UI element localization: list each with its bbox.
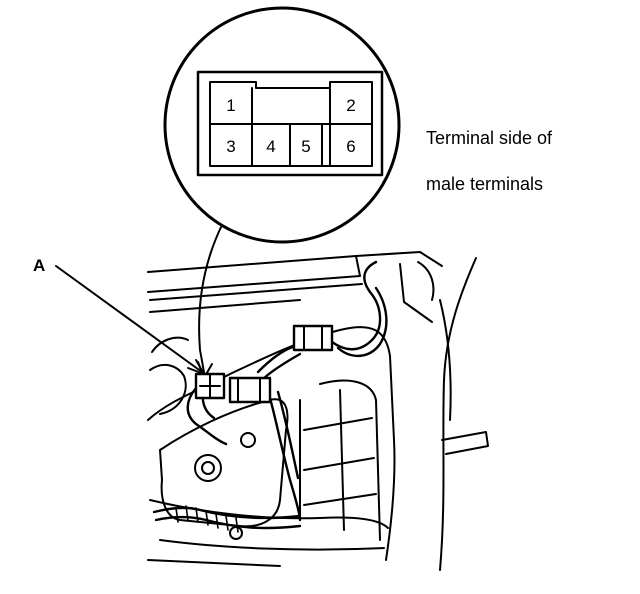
terminal-4: 4 <box>266 137 275 156</box>
terminal-1: 1 <box>226 96 235 115</box>
caption-line-2: male terminals <box>426 174 544 194</box>
caption-line-1: Terminal side of <box>426 128 553 148</box>
connector-a <box>194 372 226 400</box>
terminal-2: 2 <box>346 96 355 115</box>
mating-connector <box>228 376 272 404</box>
terminal-3: 3 <box>226 137 235 156</box>
callout-a-leader <box>55 265 203 373</box>
terminal-6: 6 <box>346 137 355 156</box>
terminal-5: 5 <box>301 137 310 156</box>
terminal-caption: Terminal side of male terminals <box>426 104 552 219</box>
zoom-circle <box>163 6 401 244</box>
zoom-leader <box>198 224 223 373</box>
door-panel <box>147 251 489 571</box>
callout-a-label: A <box>33 256 46 275</box>
harness-sleeve <box>175 505 239 533</box>
inline-connector <box>292 324 334 352</box>
mounting-bracket <box>159 398 289 540</box>
connector-face <box>196 70 384 177</box>
